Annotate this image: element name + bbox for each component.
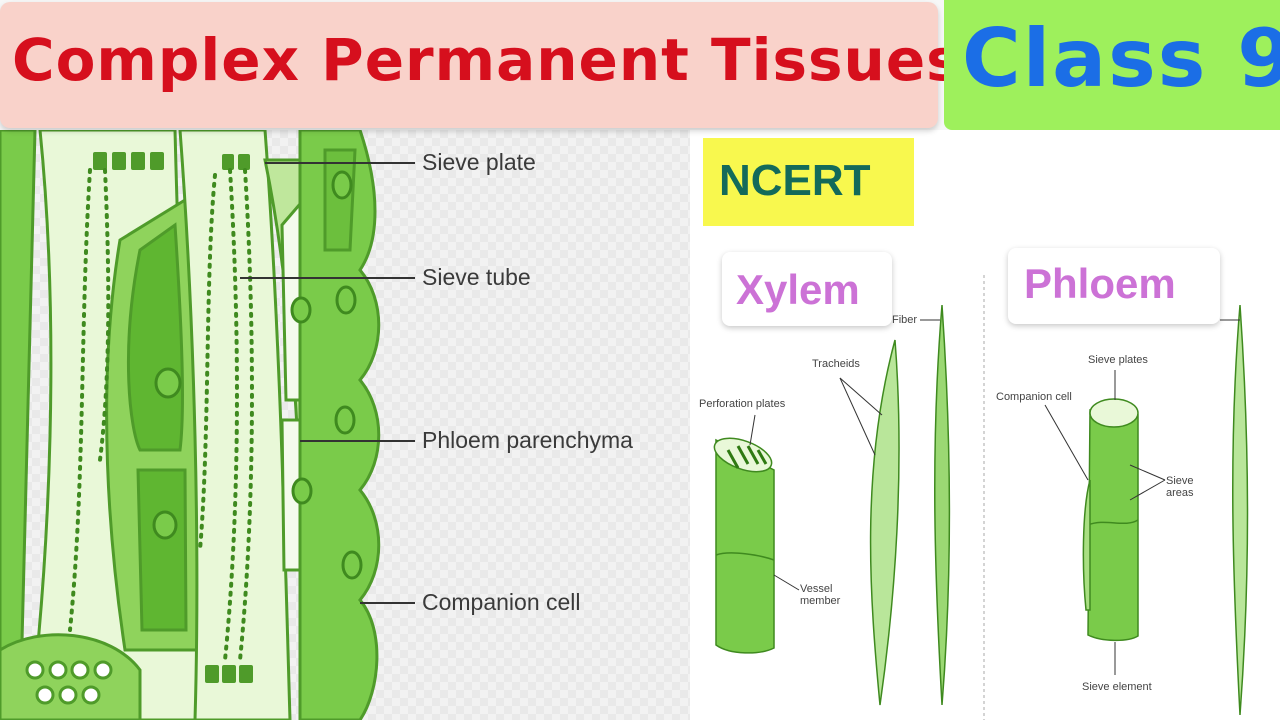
fiber-label: Fiber <box>892 314 918 326</box>
page-title: Complex Permanent Tissues <box>12 26 962 94</box>
sieve-plate-label: Sieve plate <box>422 149 536 175</box>
phloem-heading: Phloem <box>1024 260 1176 307</box>
ncert-badge: NCERT <box>703 138 914 226</box>
phloem-section-diagram <box>0 130 415 720</box>
companion-cell-label: Companion cell <box>422 589 581 615</box>
sieve-element-label: Sieve element <box>1082 681 1152 693</box>
ncert-label: NCERT <box>719 156 871 205</box>
right-diagram-background <box>690 130 1280 720</box>
phloem-parenchyma-label: Phloem parenchyma <box>422 427 633 453</box>
xylem-heading: Xylem <box>736 266 860 313</box>
xylem-phloem-elements-diagram <box>713 275 1249 720</box>
class-banner: Class 9 <box>944 0 1280 130</box>
sieve-plates-label: Sieve plates <box>1088 354 1148 366</box>
vessel-member-label: Vessel member <box>800 583 841 607</box>
perforation-plates-label: Perforation plates <box>699 398 786 410</box>
sieve-areas-label: Sieve areas <box>1166 475 1194 499</box>
tracheids-label: Tracheids <box>812 358 860 370</box>
class-label: Class 9 <box>962 12 1280 105</box>
companion-cell-small-label: Companion cell <box>996 391 1072 403</box>
sieve-tube-label: Sieve tube <box>422 264 531 290</box>
xylem-heading-card: Xylem <box>722 252 892 326</box>
title-banner: Complex Permanent Tissues <box>0 2 961 128</box>
phloem-heading-card: Phloem <box>1008 248 1220 324</box>
